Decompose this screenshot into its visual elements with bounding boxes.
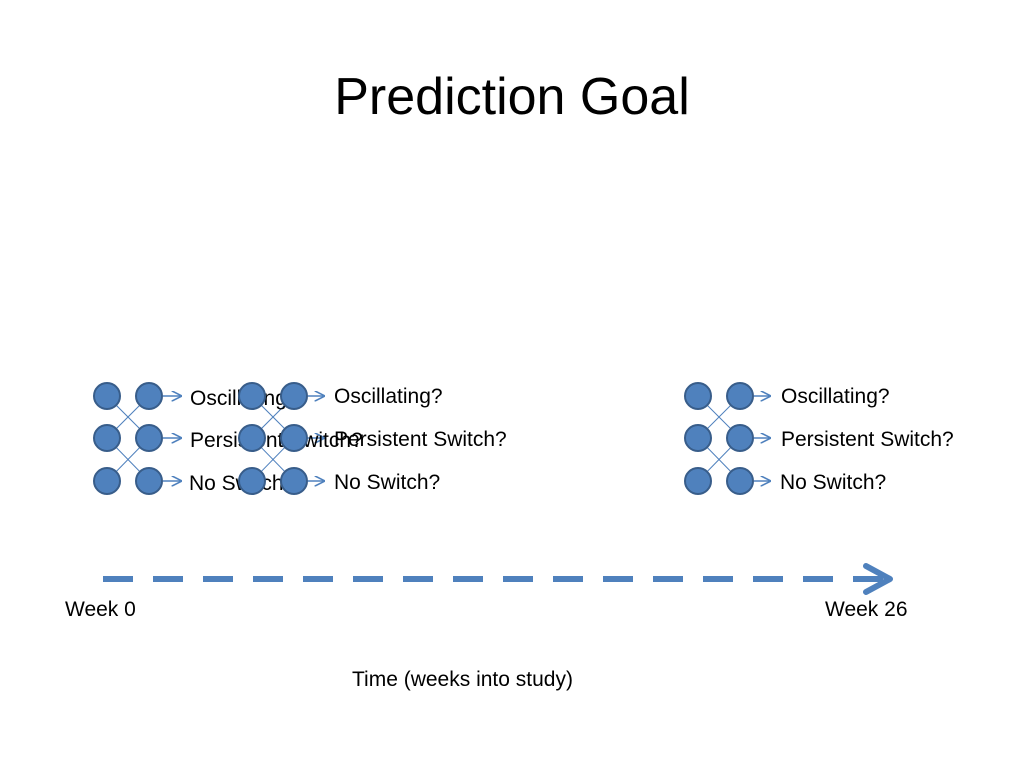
node xyxy=(135,424,163,452)
node xyxy=(726,467,754,495)
timeline-axis-label: Time (weeks into study) xyxy=(352,668,573,691)
timeline-arrowhead xyxy=(863,563,893,595)
cluster-1 xyxy=(93,382,181,495)
node xyxy=(684,467,712,495)
node xyxy=(280,467,308,495)
cluster-3-arrows xyxy=(754,396,770,481)
cluster-1-label-persistent: Persistent Switch? xyxy=(190,429,363,452)
cluster-1-arrows xyxy=(163,396,181,481)
slide-title: Prediction Goal xyxy=(334,68,690,126)
cluster-3-label-no-switch: No Switch? xyxy=(780,471,887,494)
node xyxy=(280,382,308,410)
cluster-3 xyxy=(684,382,770,495)
cluster-2-label-no-switch: No Switch? xyxy=(334,471,441,494)
node xyxy=(726,382,754,410)
cluster-2-arrows xyxy=(308,396,324,481)
node xyxy=(93,382,121,410)
timeline-end-label: Week 26 xyxy=(825,598,908,621)
node xyxy=(238,382,266,410)
cluster-2-label-persistent: Persistent Switch? xyxy=(334,428,507,451)
node xyxy=(93,467,121,495)
node xyxy=(280,424,308,452)
timeline-arrow xyxy=(103,563,893,595)
node xyxy=(684,382,712,410)
cluster-3-nodes xyxy=(684,382,754,495)
node xyxy=(135,382,163,410)
timeline-start-label: Week 0 xyxy=(65,598,136,621)
node xyxy=(93,424,121,452)
node xyxy=(238,467,266,495)
cluster-2-label-oscillating: Oscillating? xyxy=(334,385,443,408)
node xyxy=(135,467,163,495)
cluster-3-label-persistent: Persistent Switch? xyxy=(781,428,954,451)
cluster-3-label-oscillating: Oscillating? xyxy=(781,385,890,408)
node xyxy=(238,424,266,452)
cluster-1-nodes xyxy=(93,382,163,495)
node xyxy=(684,424,712,452)
node xyxy=(726,424,754,452)
